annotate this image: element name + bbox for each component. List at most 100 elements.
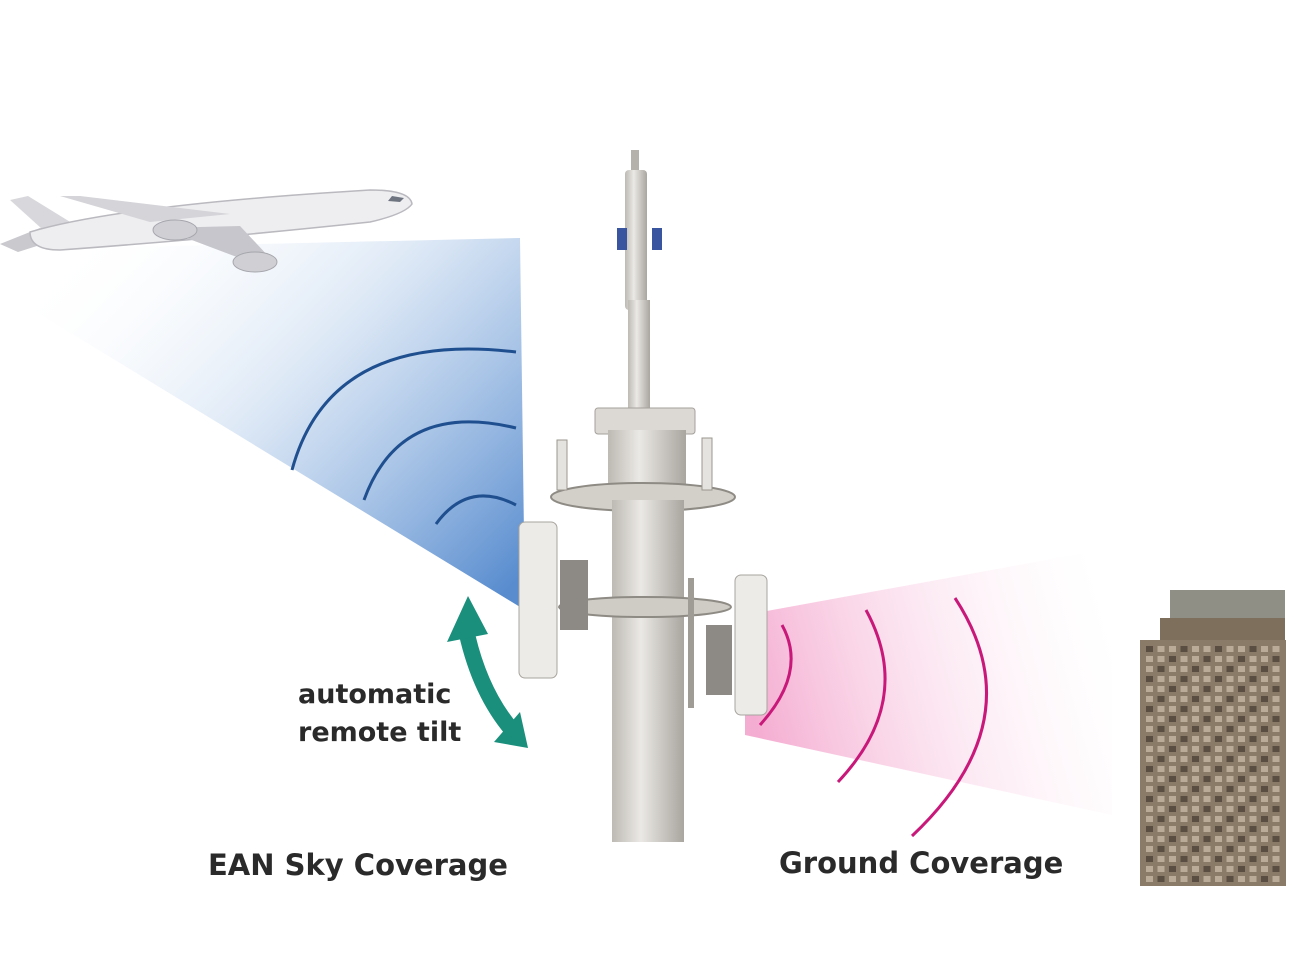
building-window bbox=[1215, 856, 1222, 862]
building-window bbox=[1215, 846, 1222, 852]
building-window bbox=[1226, 696, 1234, 702]
building-window bbox=[1272, 806, 1280, 812]
building-window bbox=[1249, 686, 1257, 692]
building-window bbox=[1203, 816, 1211, 822]
building-window bbox=[1146, 776, 1153, 782]
building-window bbox=[1249, 726, 1257, 732]
building-window bbox=[1157, 646, 1165, 652]
building-window bbox=[1146, 656, 1153, 662]
building-window bbox=[1215, 646, 1222, 652]
building-window bbox=[1238, 666, 1245, 672]
tower-antenna-bracket-2 bbox=[652, 228, 662, 250]
building-window bbox=[1157, 846, 1165, 852]
building-window bbox=[1215, 716, 1222, 722]
building-window bbox=[1180, 786, 1188, 792]
tower-upper-body bbox=[608, 430, 686, 485]
building-window bbox=[1226, 666, 1234, 672]
building-window bbox=[1215, 836, 1222, 842]
building-window bbox=[1180, 706, 1188, 712]
building-window bbox=[1272, 836, 1280, 842]
building-window bbox=[1261, 766, 1268, 772]
building-window bbox=[1203, 876, 1211, 882]
building-window bbox=[1272, 686, 1280, 692]
building-window bbox=[1238, 856, 1245, 862]
building-window bbox=[1146, 646, 1153, 652]
airplane-engine-1 bbox=[152, 219, 198, 241]
tilt-arrow-head-bottom bbox=[494, 712, 528, 748]
building-window bbox=[1261, 746, 1268, 752]
building-window bbox=[1203, 786, 1211, 792]
building-window bbox=[1261, 686, 1268, 692]
tower-left-equipment bbox=[560, 560, 588, 630]
building-window bbox=[1180, 876, 1188, 882]
building-window bbox=[1215, 756, 1222, 762]
building-crown bbox=[1170, 590, 1285, 622]
sky-coverage-label: EAN Sky Coverage bbox=[208, 848, 508, 882]
building-window bbox=[1157, 686, 1165, 692]
building-window bbox=[1192, 716, 1199, 722]
building-window bbox=[1215, 786, 1222, 792]
building-window bbox=[1157, 746, 1165, 752]
building-window bbox=[1146, 826, 1153, 832]
building-window bbox=[1169, 806, 1176, 812]
building-window bbox=[1169, 766, 1176, 772]
building-window bbox=[1238, 766, 1245, 772]
building-window bbox=[1238, 786, 1245, 792]
building-window bbox=[1192, 876, 1199, 882]
building-window bbox=[1238, 836, 1245, 842]
building-window bbox=[1203, 676, 1211, 682]
building-window bbox=[1169, 866, 1176, 872]
building-window bbox=[1215, 796, 1222, 802]
building-window bbox=[1169, 786, 1176, 792]
building-window bbox=[1226, 796, 1234, 802]
building-window bbox=[1226, 776, 1234, 782]
building-window bbox=[1180, 856, 1188, 862]
building-window bbox=[1226, 686, 1234, 692]
building-window bbox=[1169, 856, 1176, 862]
building-window bbox=[1192, 806, 1199, 812]
building-window bbox=[1192, 756, 1199, 762]
building-window bbox=[1226, 706, 1234, 712]
building-window bbox=[1249, 706, 1257, 712]
building-window bbox=[1238, 746, 1245, 752]
building-window bbox=[1226, 756, 1234, 762]
building-window bbox=[1192, 816, 1199, 822]
building-window bbox=[1169, 746, 1176, 752]
building-window bbox=[1157, 766, 1165, 772]
tower-right-equipment bbox=[706, 625, 732, 695]
building-window bbox=[1157, 816, 1165, 822]
building-window bbox=[1215, 766, 1222, 772]
building-window bbox=[1226, 746, 1234, 752]
building-window bbox=[1157, 836, 1165, 842]
building-window bbox=[1272, 666, 1280, 672]
building-window bbox=[1215, 776, 1222, 782]
building-window bbox=[1272, 726, 1280, 732]
building-window bbox=[1261, 666, 1268, 672]
building-window bbox=[1203, 736, 1211, 742]
building-window bbox=[1146, 696, 1153, 702]
building-window bbox=[1238, 826, 1245, 832]
building-window bbox=[1261, 826, 1268, 832]
building-window bbox=[1249, 816, 1257, 822]
ground-signal-waves bbox=[758, 597, 989, 838]
sky-wave-middle bbox=[362, 420, 517, 501]
building-window bbox=[1215, 806, 1222, 812]
building-window bbox=[1238, 846, 1245, 852]
building-window bbox=[1192, 836, 1199, 842]
building-window bbox=[1169, 666, 1176, 672]
building-window bbox=[1238, 676, 1245, 682]
building-window bbox=[1215, 706, 1222, 712]
building-window bbox=[1146, 706, 1153, 712]
building-window bbox=[1272, 766, 1280, 772]
curved-double-arrow-icon bbox=[447, 596, 528, 748]
building-window bbox=[1157, 716, 1165, 722]
building-window bbox=[1238, 696, 1245, 702]
ground-wave-outer bbox=[910, 597, 989, 838]
sky-coverage-beam bbox=[0, 238, 525, 610]
skyscraper-icon bbox=[1140, 590, 1286, 886]
building-window bbox=[1249, 806, 1257, 812]
building-window bbox=[1169, 726, 1176, 732]
building-window bbox=[1261, 816, 1268, 822]
airplane-cockpit bbox=[388, 196, 404, 202]
